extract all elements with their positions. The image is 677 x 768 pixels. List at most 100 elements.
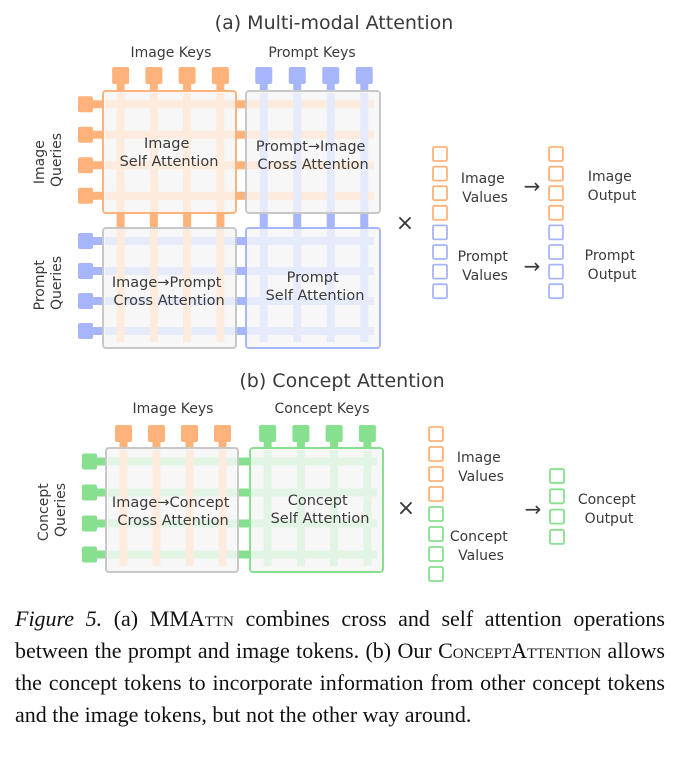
label-line: Output: [588, 267, 637, 283]
query-stub: [236, 100, 246, 109]
label-line: Concept: [578, 492, 636, 508]
query-stub: [94, 519, 106, 528]
key-stub: [185, 439, 194, 448]
block-prompt-to-image-cross-attention: Prompt→Image Cross Attention: [256, 139, 370, 173]
block-line: Self Attention: [271, 511, 370, 527]
panel-a-outputs-column: [548, 146, 564, 300]
block-line: Image→Concept: [112, 495, 230, 511]
query-stub: [236, 130, 246, 139]
query-stub: [94, 550, 106, 559]
block-line: Concept: [288, 493, 348, 509]
query-token: [78, 323, 93, 339]
caption-term-conceptattention: C: [438, 638, 453, 663]
block-image-to-concept-cross-attention: Image→Concept Cross Attention: [112, 495, 234, 529]
panel-a-multimodal-attention: (a) Multi-modal Attention Image Keys Pro…: [32, 12, 637, 349]
block-line: Cross Attention: [117, 513, 228, 529]
key-stub: [360, 81, 369, 91]
caption-term-smallcaps: ttention: [527, 638, 602, 663]
attention-block-border: [245, 90, 381, 214]
panel-b-concept-keys-label: Concept Keys: [274, 401, 369, 417]
key-line: [296, 450, 305, 566]
key-token: [259, 425, 277, 442]
query-token: [78, 96, 93, 113]
panel-a-attention-grid: [78, 67, 381, 349]
panel-b-attention-grid: [82, 425, 384, 573]
key-stub: [259, 81, 268, 91]
concept-token: [549, 488, 565, 505]
image-token: [432, 165, 448, 182]
key-token: [325, 425, 343, 442]
concept-token: [549, 468, 565, 484]
prompt-token: [432, 244, 448, 260]
prompt-token: [548, 283, 564, 300]
attention-block-bg: [103, 91, 236, 213]
panel-a-prompt-queries-label: Prompt Queries: [32, 256, 65, 311]
key-stub: [152, 439, 161, 448]
panel-a-image-queries-label: Image Queries: [32, 133, 65, 187]
attention-block-border: [249, 447, 384, 573]
block-image-self-attention: Image Self Attention: [120, 136, 219, 170]
prompt-token: [548, 244, 564, 260]
key-token: [355, 67, 373, 84]
block-line: Self Attention: [266, 288, 365, 304]
query-token: [78, 157, 93, 174]
block-line: Prompt→Image: [256, 139, 366, 155]
key-stub: [116, 81, 125, 91]
key-stub: [363, 439, 372, 448]
key-stub: [293, 213, 302, 228]
panel-b-values-column: [428, 426, 444, 582]
label-line: Image: [588, 169, 632, 185]
arrow-right-icon: →: [525, 497, 542, 521]
panel-a-prompt-keys-label: Prompt Keys: [268, 45, 355, 61]
key-token: [358, 425, 376, 442]
image-token: [432, 146, 448, 162]
key-stub: [263, 439, 272, 448]
prompt-token: [548, 224, 564, 241]
concept-token: [549, 529, 565, 545]
image-token: [428, 466, 444, 482]
query-stub: [236, 237, 246, 245]
attention-diagram: (a) Multi-modal Attention Image Keys Pro…: [32, 12, 637, 582]
key-token: [288, 67, 306, 84]
panel-b-title: (b) Concept Attention: [239, 370, 444, 392]
query-stub: [90, 237, 103, 245]
prompt-token: [432, 283, 448, 300]
block-line: Self Attention: [120, 154, 219, 170]
attention-block-bg: [246, 91, 380, 213]
query-token: [78, 233, 93, 249]
key-token: [214, 425, 231, 442]
image-token: [548, 165, 564, 182]
query-stub: [90, 191, 103, 200]
key-stub: [360, 213, 369, 228]
panel-b-image-keys-label: Image Keys: [133, 401, 214, 417]
key-stub: [183, 213, 192, 228]
key-stub: [259, 213, 268, 228]
attention-block-bg: [246, 228, 380, 348]
key-token: [255, 67, 273, 84]
block-line: Image: [144, 136, 189, 152]
concept-token: [549, 508, 565, 525]
figure-caption: Figure 5. (a) MMAttn combines cross and …: [15, 603, 665, 731]
query-stub: [236, 327, 246, 335]
panel-b-image-values-label: Image Values: [457, 450, 505, 485]
label-line: Prompt: [458, 249, 509, 265]
query-stub: [94, 457, 106, 466]
key-token: [211, 67, 229, 84]
multiply-icon: ×: [397, 496, 415, 521]
image-token: [432, 185, 448, 202]
panel-a-title: (a) Multi-modal Attention: [215, 12, 454, 34]
query-stub: [94, 488, 106, 497]
key-stub: [326, 213, 335, 228]
key-stub: [218, 439, 227, 448]
label-line: Image: [457, 450, 501, 466]
query-stub: [90, 297, 103, 305]
label-line: Queries: [49, 256, 65, 310]
image-token: [548, 204, 564, 221]
caption-term-mmattn-smallcaps: ttn: [204, 606, 234, 631]
panel-b-concept-attention: (b) Concept Attention Image Keys Concept…: [36, 370, 636, 582]
key-line: [363, 450, 372, 566]
label-line: Values: [462, 190, 508, 206]
concept-token: [428, 526, 444, 542]
query-token: [82, 515, 97, 532]
caption-text: allows the concept tokens to incorporate…: [15, 638, 665, 727]
